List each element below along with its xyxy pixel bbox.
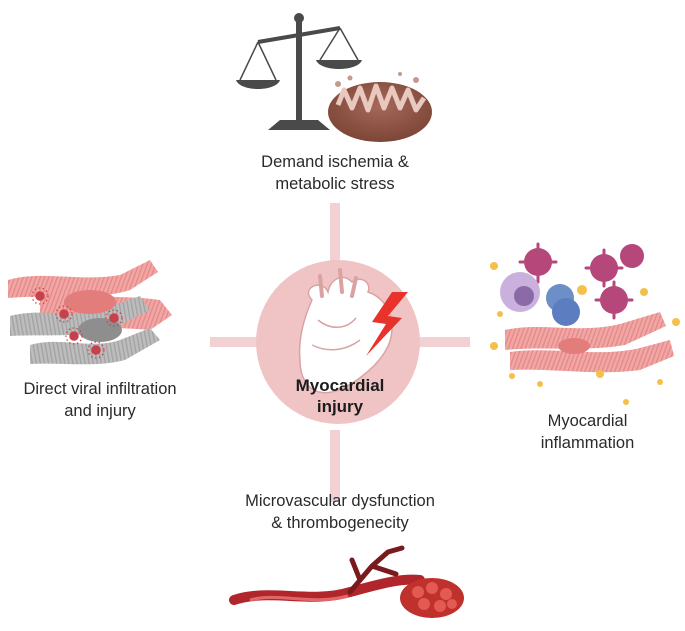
connector-top xyxy=(330,203,340,273)
microvascular-dysfunction-label-line1: Microvascular dysfunction xyxy=(245,492,435,510)
myocardial-injury-label-line1: Myocardial xyxy=(295,376,385,395)
viral-infiltration-label-line2: and injury xyxy=(64,402,136,420)
demand-ischemia-label-line1: Demand ischemia & xyxy=(261,153,409,171)
connector-right xyxy=(410,337,470,347)
immune-cells-icon xyxy=(490,242,680,405)
scale-mitochondria-icon xyxy=(236,13,432,142)
microvascular-dysfunction-label-line2: & thrombogenecity xyxy=(271,514,409,532)
connector-left xyxy=(210,337,265,347)
myocardial-injury-label: Myocardial injury xyxy=(260,375,420,417)
myocardial-injury-label-line2: injury xyxy=(316,397,364,416)
demand-ischemia-label: Demand ischemia & metabolic stress xyxy=(170,151,500,195)
microvascular-dysfunction-label: Microvascular dysfunction & thrombogenec… xyxy=(150,490,530,534)
vessel-thrombus-icon xyxy=(229,545,464,618)
myocardial-inflammation-label: Myocardial inflammation xyxy=(495,410,680,454)
connector-bottom xyxy=(330,430,340,502)
center-heart-node xyxy=(256,260,420,424)
lightning-icon xyxy=(366,292,408,356)
virus-infected-myocytes-icon xyxy=(8,260,172,365)
viral-infiltration-label-line1: Direct viral infiltration xyxy=(23,380,177,398)
myocardial-inflammation-label-line1: Myocardial xyxy=(547,412,628,430)
viral-infiltration-label: Direct viral infiltration and injury xyxy=(0,378,200,422)
connector-cross xyxy=(210,203,470,502)
myocardial-inflammation-label-line2: inflammation xyxy=(540,434,635,452)
demand-ischemia-label-line2: metabolic stress xyxy=(275,175,395,193)
